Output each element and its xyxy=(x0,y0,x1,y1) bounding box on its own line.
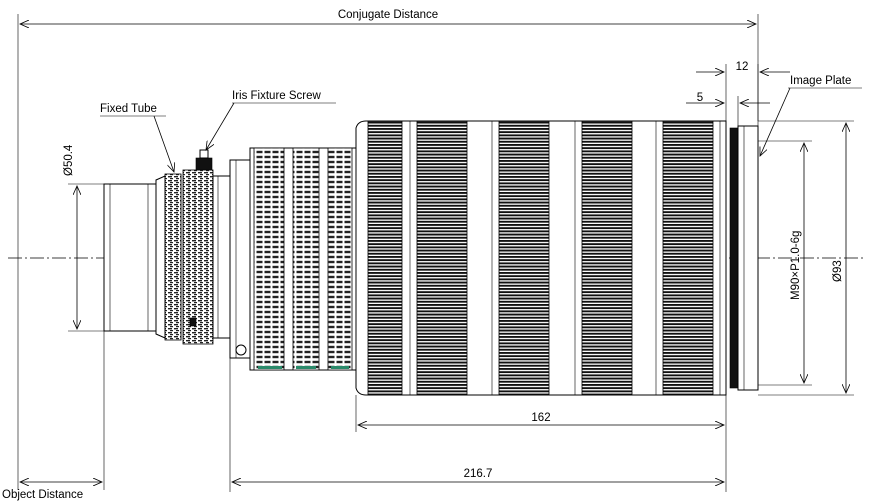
barrel-length-label: 162 xyxy=(531,412,550,424)
fixed-tube xyxy=(164,173,182,341)
image-plate-label: Image Plate xyxy=(790,75,851,87)
front-tube xyxy=(103,175,166,339)
barrel-length-dimension: 162 xyxy=(355,395,727,492)
rear-flange xyxy=(729,125,759,391)
flange-width-dimension: 12 xyxy=(696,61,790,121)
thread-label: M90×P1.0-6g xyxy=(790,231,802,300)
main-barrel xyxy=(355,120,727,396)
fixed-tube-label: Fixed Tube xyxy=(100,103,157,115)
total-length-dimension: 216.7 xyxy=(229,358,724,492)
front-diameter-label: Ø50.4 xyxy=(63,144,75,176)
flange-width-label: 12 xyxy=(736,61,749,73)
total-length-label: 216.7 xyxy=(464,468,493,480)
flange-offset-label: 5 xyxy=(697,92,703,104)
fixed-tube-callout: Fixed Tube xyxy=(100,103,174,172)
iris-ring xyxy=(182,149,231,345)
object-distance-label: Object Distance xyxy=(2,489,83,501)
iris-fixture-screw-label: Iris Fixture Screw xyxy=(232,90,322,102)
mount-adaptor xyxy=(229,147,357,371)
front-diameter-dimension: Ø50.4 xyxy=(63,144,104,332)
object-distance-dimension: Object Distance xyxy=(2,330,105,501)
iris-fixture-screw-callout: Iris Fixture Screw xyxy=(206,90,336,150)
flange-offset-dimension: 5 xyxy=(686,92,770,126)
rear-diameter-label: Ø93 xyxy=(832,260,844,282)
conjugate-distance-label: Conjugate Distance xyxy=(338,9,438,21)
rear-diameter-dimension: Ø93 xyxy=(758,120,854,396)
image-plate-callout: Image Plate xyxy=(760,75,862,156)
thread-dimension: M90×P1.0-6g xyxy=(758,140,812,386)
